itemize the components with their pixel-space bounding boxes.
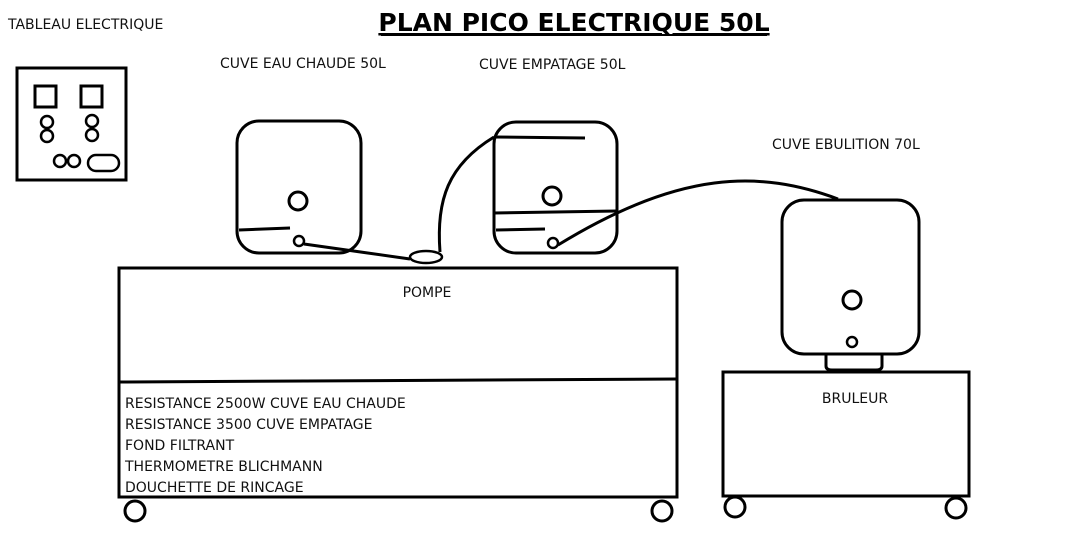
hot-water-tank-thermometer xyxy=(287,190,309,212)
equipment-list: RESISTANCE 2500W CUVE EAU CHAUDE RESISTA… xyxy=(124,396,406,496)
panel-indicator-light xyxy=(39,128,55,144)
list-item: FOND FILTRANT xyxy=(125,438,235,454)
panel-indicator-light xyxy=(39,114,55,130)
hot-water-to-pump-hose xyxy=(303,242,411,261)
panel-indicator-light xyxy=(84,113,100,129)
mash-tank-label: CUVE EMPATAGE 50L xyxy=(479,57,626,73)
list-item: DOUCHETTE DE RINCAGE xyxy=(125,480,304,496)
hot-water-tank xyxy=(235,119,363,255)
panel-switch-left xyxy=(33,84,58,109)
boil-tank-outlet xyxy=(845,335,859,349)
pump xyxy=(408,249,444,265)
main-cart xyxy=(117,266,679,523)
panel-switch-right xyxy=(79,84,104,109)
stand-wheel xyxy=(723,495,747,519)
boil-tank-label: CUVE EBULITION 70L xyxy=(772,137,920,153)
pump-to-mash-hose xyxy=(437,135,495,253)
burner-label: BRULEUR xyxy=(822,391,888,407)
panel-display xyxy=(86,153,121,173)
list-item: RESISTANCE 2500W CUVE EAU CHAUDE xyxy=(125,396,406,412)
list-item: RESISTANCE 3500 CUVE EMPATAGE xyxy=(125,417,373,433)
hot-water-tank-label: CUVE EAU CHAUDE 50L xyxy=(220,56,386,72)
panel-indicator-light xyxy=(52,153,68,169)
cart-wheel xyxy=(650,499,674,523)
mash-tank-heating-element xyxy=(495,227,546,232)
panel-indicator-light xyxy=(66,153,82,169)
burner-stand xyxy=(721,370,971,520)
panel-indicator-light xyxy=(84,127,100,143)
boil-tank xyxy=(780,198,921,356)
mash-tank-outlet xyxy=(546,236,560,250)
mash-to-boil-hose xyxy=(557,179,839,247)
page-title: PLAN PICO ELECTRIQUE 50L xyxy=(378,8,769,37)
hot-water-tank-heating-element xyxy=(238,226,291,232)
electrical-panel xyxy=(15,66,128,182)
boil-tank-thermometer xyxy=(841,289,863,311)
pump-label: POMPE xyxy=(403,285,452,301)
stand-wheel xyxy=(944,496,968,520)
hot-water-tank-outlet xyxy=(292,234,306,248)
mash-tank-sparge-arm xyxy=(493,135,586,140)
mash-tank xyxy=(492,120,619,255)
burner xyxy=(824,355,884,372)
panel-label: TABLEAU ELECTRIQUE xyxy=(7,17,163,33)
mash-tank-false-bottom xyxy=(493,209,618,215)
mash-tank-thermometer xyxy=(541,185,563,207)
cart-shelf-divider xyxy=(118,377,678,384)
list-item: THERMOMETRE BLICHMANN xyxy=(124,459,323,475)
cart-wheel xyxy=(123,499,147,523)
